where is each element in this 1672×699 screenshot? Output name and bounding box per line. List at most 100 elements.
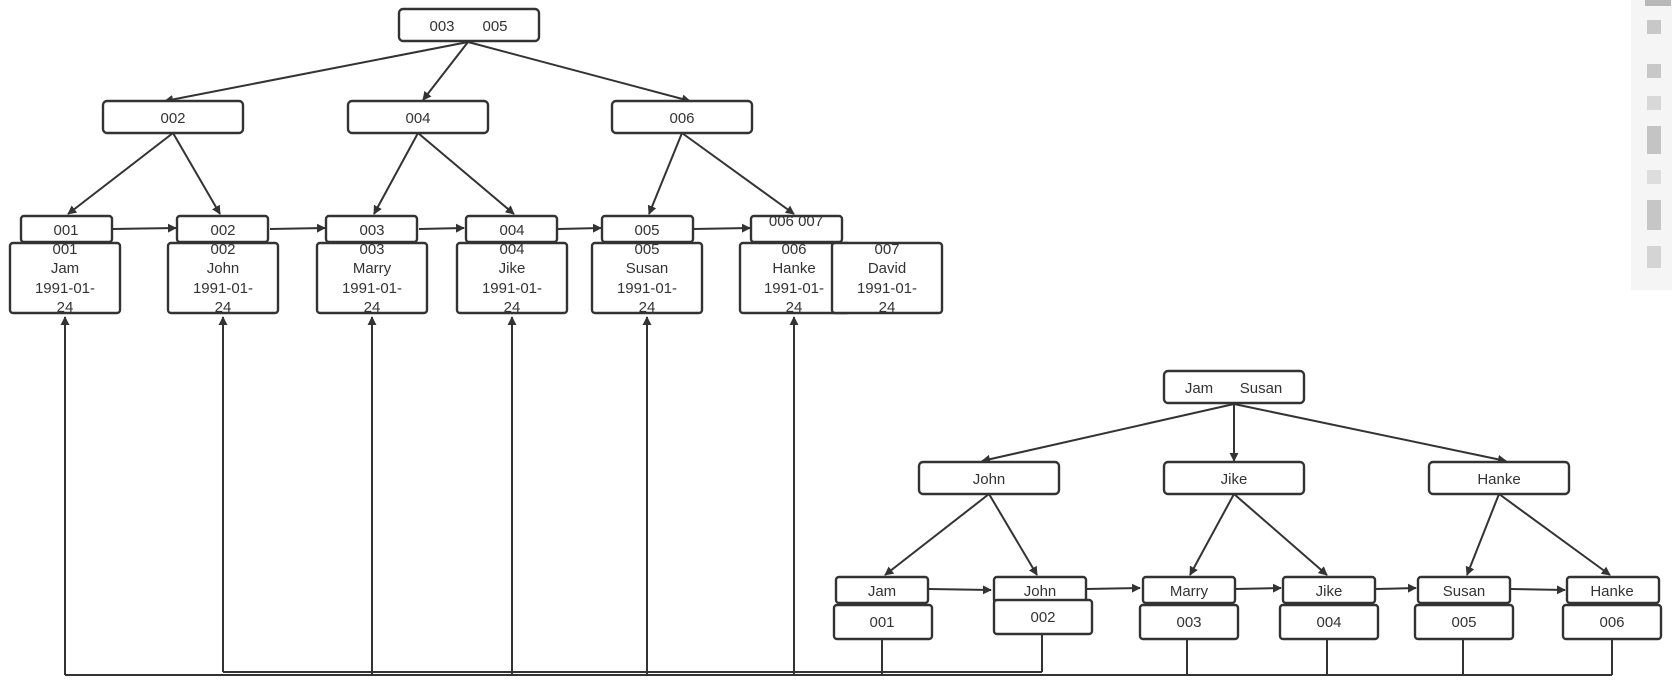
leaf-key: 004 <box>499 222 524 239</box>
edge-002-to-leaf-001 <box>67 132 174 215</box>
leaf-key: Susan <box>1443 583 1486 600</box>
record-date-day: 24 <box>504 299 521 316</box>
s-internal-node-john: John <box>917 460 1061 496</box>
leaf-key: 001 <box>53 222 78 239</box>
leaf-id: 001 <box>869 614 894 631</box>
record-id: 001 <box>52 241 77 258</box>
chain-s-marry-jike <box>1234 583 1282 593</box>
strip-block <box>1647 64 1661 78</box>
internal-key: 006 <box>669 110 694 127</box>
record-id: 006 <box>781 241 806 258</box>
edge-hanke-to-hanke <box>1498 493 1611 576</box>
record-name: John <box>207 260 240 277</box>
record-date-day: 24 <box>364 299 381 316</box>
chain-s-john-marry <box>1085 583 1141 593</box>
side-thumbnail-strip <box>1631 0 1672 290</box>
leaf-003: 003 <box>324 214 419 244</box>
s-leaf-jam: Jam 001 <box>832 575 934 641</box>
leaf-002: 002 <box>175 214 270 244</box>
record-date-day: 24 <box>215 299 232 316</box>
strip-block <box>1645 0 1671 6</box>
record-001: 001 Jam 1991-01- 24 <box>8 241 122 316</box>
reference-lines <box>60 316 1613 676</box>
strip-block <box>1647 170 1661 184</box>
edge-sroot-to-hanke <box>1233 403 1507 464</box>
record-005: 005 Susan 1991-01- 24 <box>590 241 704 316</box>
secondary-root-node: Jam Susan <box>1162 369 1306 405</box>
leaf-004: 004 <box>464 214 559 244</box>
record-name: Jike <box>499 260 526 277</box>
leaf-key: Hanke <box>1590 583 1633 600</box>
record-date-day: 24 <box>879 299 896 316</box>
chain-004-005 <box>557 223 602 233</box>
record-id: 005 <box>634 241 659 258</box>
s-internal-node-jike: Jike <box>1162 460 1306 496</box>
record-id: 004 <box>499 241 524 258</box>
record-name: David <box>868 260 906 277</box>
leaf-id: 004 <box>1316 614 1341 631</box>
s-leaf-marry: Marry 003 <box>1138 575 1240 641</box>
edge-002-to-leaf-002 <box>172 132 221 215</box>
leaf-006-007: 006 007 <box>749 213 844 244</box>
chain-003-004 <box>418 223 465 233</box>
edge-jike-to-marry <box>1189 493 1235 576</box>
leaf-key: 002 <box>210 222 235 239</box>
record-name: Hanke <box>772 260 815 277</box>
internal-key: Jike <box>1221 471 1248 488</box>
leaf-key: 006 007 <box>769 213 823 230</box>
edge-006-to-leaf-006 <box>681 132 795 215</box>
record-006: 006 Hanke 1991-01- 24 <box>738 241 852 316</box>
internal-node-004: 004 <box>346 99 490 135</box>
record-date: 1991-01- <box>342 280 402 297</box>
record-003: 003 Marry 1991-01- 24 <box>315 241 429 316</box>
secondary-tree-edges <box>884 403 1611 595</box>
leaf-id: 003 <box>1176 614 1201 631</box>
chain-s-susan-hanke <box>1509 585 1566 595</box>
record-date: 1991-01- <box>617 280 677 297</box>
root-key-1: 003 <box>429 18 454 35</box>
primary-root-node: 003 005 <box>397 7 541 43</box>
sroot-key-1: Jam <box>1185 380 1213 397</box>
s-leaf-john: John 002 <box>992 575 1094 636</box>
leaf-001: 001 <box>19 214 114 244</box>
record-date: 1991-01- <box>35 280 95 297</box>
internal-key: John <box>973 471 1006 488</box>
s-internal-node-hanke: Hanke <box>1427 460 1571 496</box>
strip-block <box>1647 246 1661 268</box>
edge-jike-to-jike <box>1233 493 1328 576</box>
leaf-key: 005 <box>634 222 659 239</box>
record-007: 007 David 1991-01- 24 <box>830 241 944 316</box>
edge-006-to-leaf-005 <box>647 132 683 215</box>
record-002: 002 John 1991-01- 24 <box>166 241 280 316</box>
strip-block <box>1647 200 1661 230</box>
edge-john-to-john <box>988 493 1038 576</box>
leaf-key: Jike <box>1316 583 1343 600</box>
internal-key: Hanke <box>1477 471 1520 488</box>
chain-001-002 <box>112 223 177 233</box>
s-leaf-hanke: Hanke 006 <box>1561 575 1663 641</box>
edge-root-to-002 <box>164 41 469 104</box>
edge-004-to-leaf-004 <box>417 132 515 215</box>
s-leaf-susan: Susan 005 <box>1413 575 1515 641</box>
leaf-id: 005 <box>1451 614 1476 631</box>
leaf-id: 006 <box>1599 614 1624 631</box>
sroot-key-2: Susan <box>1240 380 1283 397</box>
leaf-key: Jam <box>868 583 896 600</box>
leaf-key: 003 <box>359 222 384 239</box>
record-name: Jam <box>51 260 79 277</box>
chain-s-jam-john <box>928 585 992 595</box>
root-key-2: 005 <box>482 18 507 35</box>
strip-block <box>1647 96 1661 110</box>
leaf-005: 005 <box>600 214 695 244</box>
primary-tree-edges <box>67 41 795 233</box>
internal-node-006: 006 <box>610 99 754 135</box>
record-date-day: 24 <box>639 299 656 316</box>
record-date: 1991-01- <box>857 280 917 297</box>
record-name: Marry <box>353 260 392 277</box>
strip-block <box>1647 20 1661 34</box>
chain-002-003 <box>269 223 326 233</box>
record-id: 003 <box>359 241 384 258</box>
record-date-day: 24 <box>786 299 803 316</box>
edge-sroot-to-john <box>981 403 1235 464</box>
